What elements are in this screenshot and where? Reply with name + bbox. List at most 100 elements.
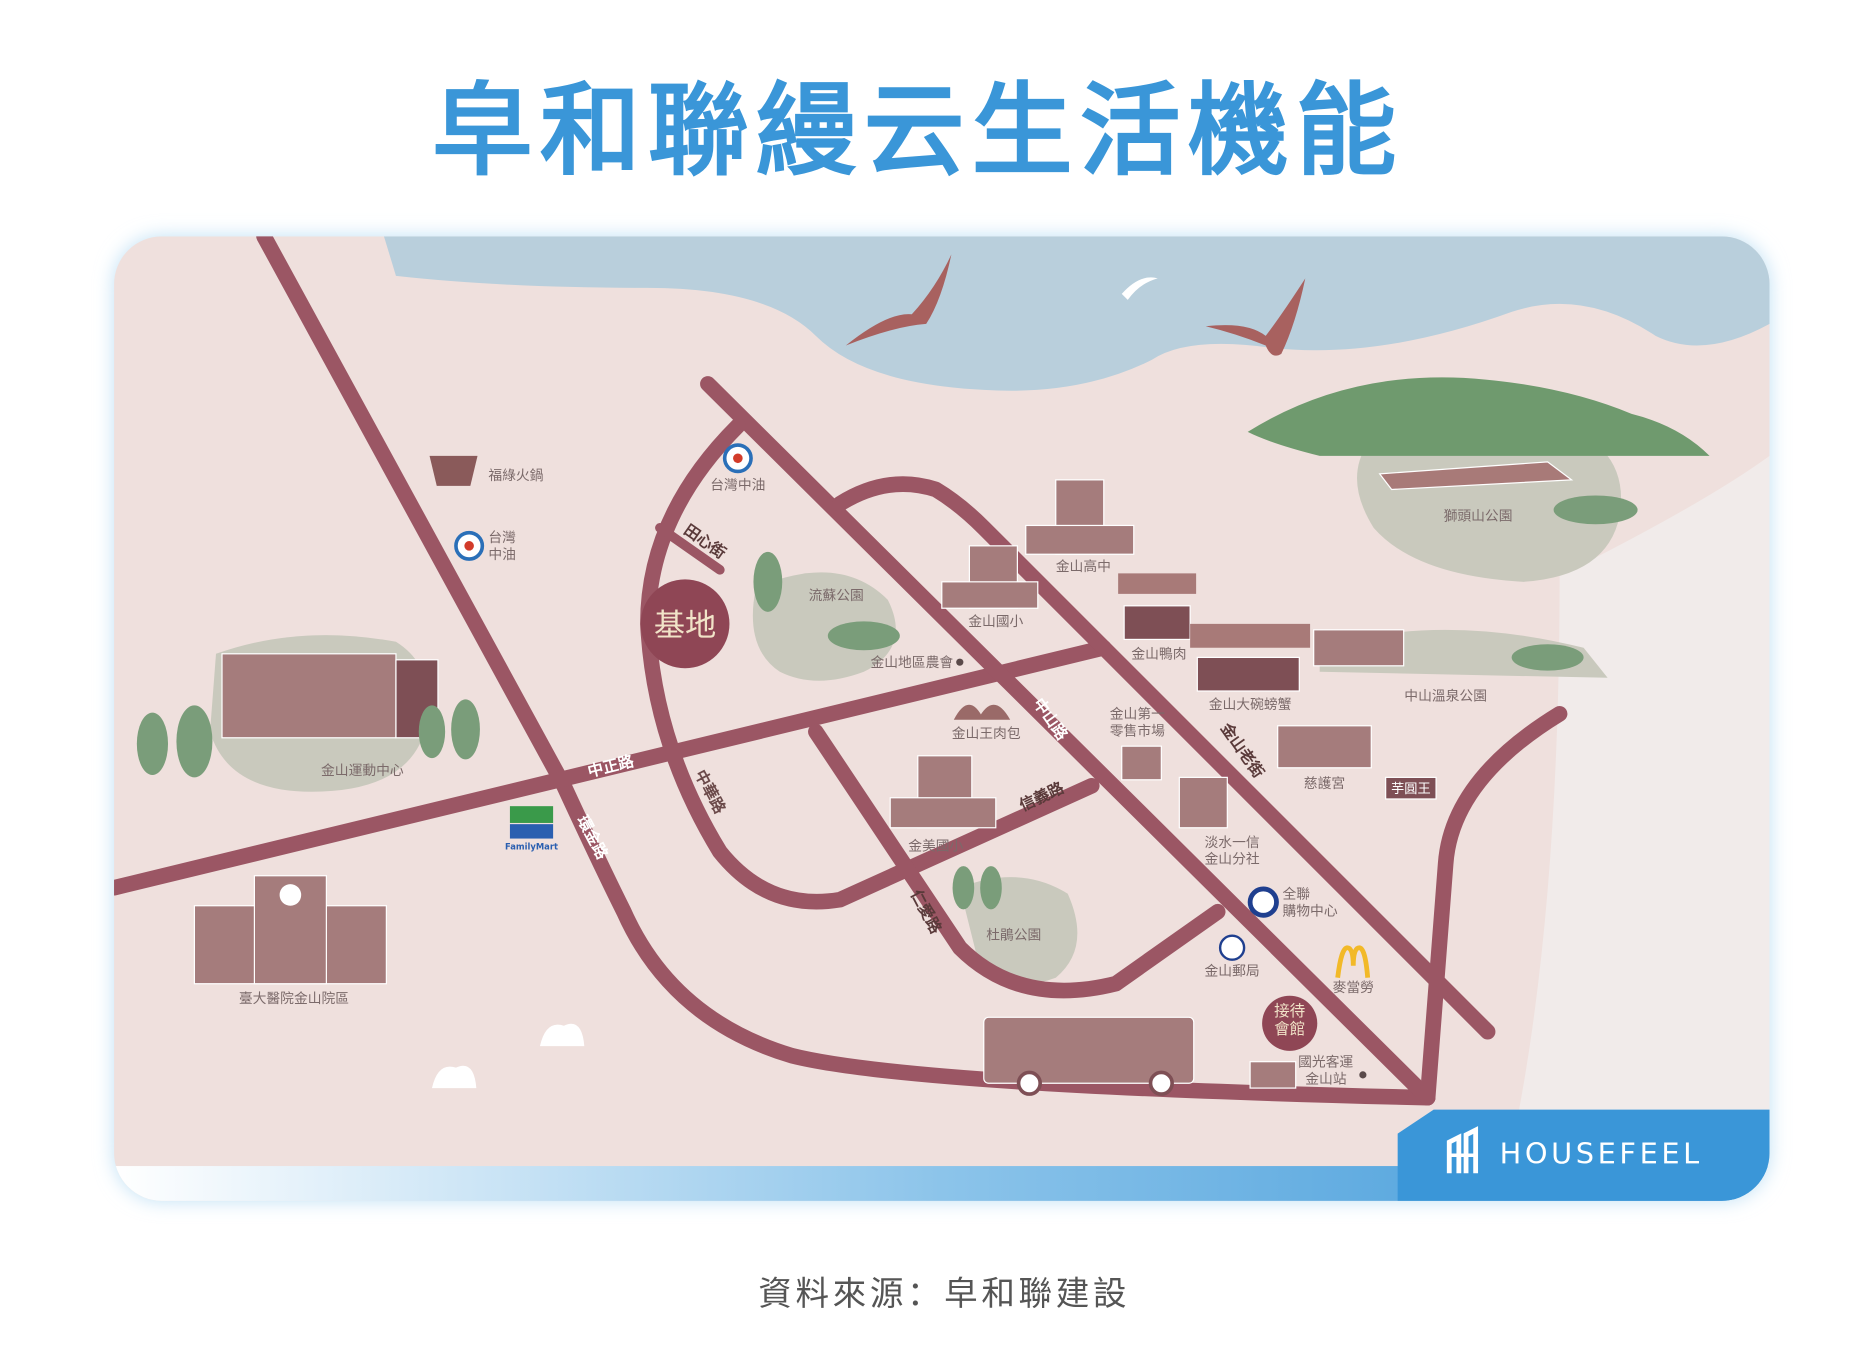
familymart-logo-icon <box>509 806 554 823</box>
jinmei-elem-icon <box>889 797 997 829</box>
hospital-cross-icon <box>279 884 302 906</box>
sports-center-icon <box>221 653 397 739</box>
road-east <box>1419 705 1568 1106</box>
reception-marker: 接待會館 <box>1262 995 1318 1051</box>
label-taro: 芋圓王 <box>1391 781 1431 797</box>
reception-circle <box>1262 995 1318 1051</box>
tree-icon <box>418 705 446 759</box>
label-pxmart-line1: 全聯 <box>1282 886 1310 903</box>
duck-shop-icon <box>1123 605 1191 641</box>
liusu-park-area <box>752 572 896 681</box>
site-circle <box>640 579 730 669</box>
brand-tab <box>1397 1109 1770 1201</box>
map-card: 基地 接待會館 中正路 環金路 中華路 中山路 金山老街 信義路 仁愛路 田心街… <box>114 236 1770 1201</box>
label-jinmei-elem: 金美國小 <box>908 839 963 855</box>
label-dujuan-park: 杜鵑公園 <box>986 927 1041 943</box>
awning-icon <box>1118 573 1197 594</box>
label-cpc-2-line2: 中油 <box>488 547 516 563</box>
label-duck: 金山鴨肉 <box>1131 647 1186 663</box>
label-shitoushan-park: 獅頭山公園 <box>1444 509 1513 525</box>
label-post-office: 金山郵局 <box>1205 963 1260 979</box>
mcdonalds-logo-icon <box>1335 945 1371 978</box>
reception-label-line: 會館 <box>1274 1020 1305 1038</box>
road-tianxin <box>655 523 725 575</box>
road-jinshan-old-street <box>832 476 1496 1040</box>
bus-station-icon <box>1249 1061 1297 1089</box>
label-sports-center: 金山運動中心 <box>321 763 404 779</box>
label-bun: 金山王肉包 <box>952 726 1021 742</box>
cloud-icon <box>539 1023 585 1047</box>
label-familymart: FamilyMart <box>505 841 558 851</box>
bus-icon <box>983 1016 1195 1084</box>
roads <box>114 236 1568 1106</box>
tree-icon <box>136 712 169 775</box>
label-bank-line2: 金山分社 <box>1205 852 1260 868</box>
site-label: 基地 <box>654 608 716 644</box>
bush-icon <box>1511 644 1584 671</box>
label-cihu-temple: 慈護宮 <box>1304 776 1345 792</box>
pavilion-icon <box>1378 461 1574 491</box>
brand-name: HOUSEFEEL <box>1500 1137 1703 1171</box>
market-icon <box>1121 745 1162 781</box>
location-dot-icon <box>1359 1071 1367 1079</box>
hotpot-icon <box>429 455 478 486</box>
label-jinshan-high: 金山高中 <box>1056 558 1111 575</box>
housefeel-logo-icon <box>1446 1126 1479 1174</box>
buildings <box>193 455 1437 1096</box>
road-huanjin <box>256 236 1436 1106</box>
tree-icon <box>451 699 480 760</box>
cloud-icon <box>431 1065 477 1089</box>
label-mcdonalds: 麥當勞 <box>1333 980 1374 996</box>
awning-icon <box>1190 623 1311 648</box>
tree-icon <box>980 866 1002 910</box>
label-farmers-assoc: 金山地區農會 <box>870 655 953 671</box>
bus-wheel-icon <box>1016 1070 1042 1096</box>
tree-icon <box>753 551 783 612</box>
label-liusu-park: 流蘇公園 <box>809 588 864 604</box>
reception-label-line: 接待 <box>1274 1002 1305 1020</box>
trees <box>136 495 1638 910</box>
gull-icon <box>1121 277 1158 300</box>
bird-icon <box>845 254 952 346</box>
road-zhongshan <box>700 376 1436 1106</box>
bank-icon <box>1178 776 1228 829</box>
label-hotspring-park: 中山溫泉公園 <box>1404 688 1487 705</box>
label-cpc-2-line1: 台灣 <box>488 530 516 546</box>
label-bus-line1: 國光客運 <box>1298 1053 1353 1070</box>
label-fulu-hotpot: 福綠火鍋 <box>488 468 543 484</box>
fade-area <box>1499 455 1770 1200</box>
page-title: 皁和聯縵云生活機能 <box>432 72 1404 190</box>
road-renai <box>808 723 1226 999</box>
reception-label: 接待會館 <box>1274 1002 1305 1038</box>
familymart-logo-icon <box>509 824 554 839</box>
label-market-line1: 金山第一 <box>1110 706 1165 723</box>
jinshan-elem-icon <box>941 581 1039 609</box>
road-zhongzheng <box>114 640 1112 896</box>
tree-icon <box>952 866 975 910</box>
bus-wheel-icon <box>1148 1070 1174 1096</box>
label-hospital: 臺大醫院金山院區 <box>239 991 349 1007</box>
label-bank-line1: 淡水一信 <box>1205 835 1260 851</box>
post-office-logo-icon <box>1218 934 1246 961</box>
site-marker: 基地 <box>640 579 730 669</box>
label-market-line2: 零售市場 <box>1110 722 1165 739</box>
bird-icon <box>1205 278 1306 356</box>
label-pxmart-line2: 購物中心 <box>1282 903 1337 919</box>
label-bus-line2: 金山站 <box>1305 1071 1347 1087</box>
tree-icon <box>176 705 213 778</box>
sea <box>383 236 1770 391</box>
bun-icon <box>953 704 1011 720</box>
cpc-flame-icon <box>733 453 743 464</box>
label-cpc-1: 台灣中油 <box>710 477 765 493</box>
shitoushan-park-area <box>1357 416 1622 582</box>
temple-icon <box>1277 725 1372 769</box>
label-jinshan-elem: 金山國小 <box>968 614 1023 630</box>
source-caption: 資料來源：皁和聯建設 <box>758 1274 1130 1313</box>
crab-shop-icon <box>1196 656 1300 692</box>
hill <box>1247 377 1710 456</box>
location-dot-icon <box>956 658 964 666</box>
cpc-flame-icon <box>464 541 474 551</box>
road-zhonghua-loop <box>640 418 1100 910</box>
label-crab: 金山大碗螃蟹 <box>1209 696 1292 713</box>
